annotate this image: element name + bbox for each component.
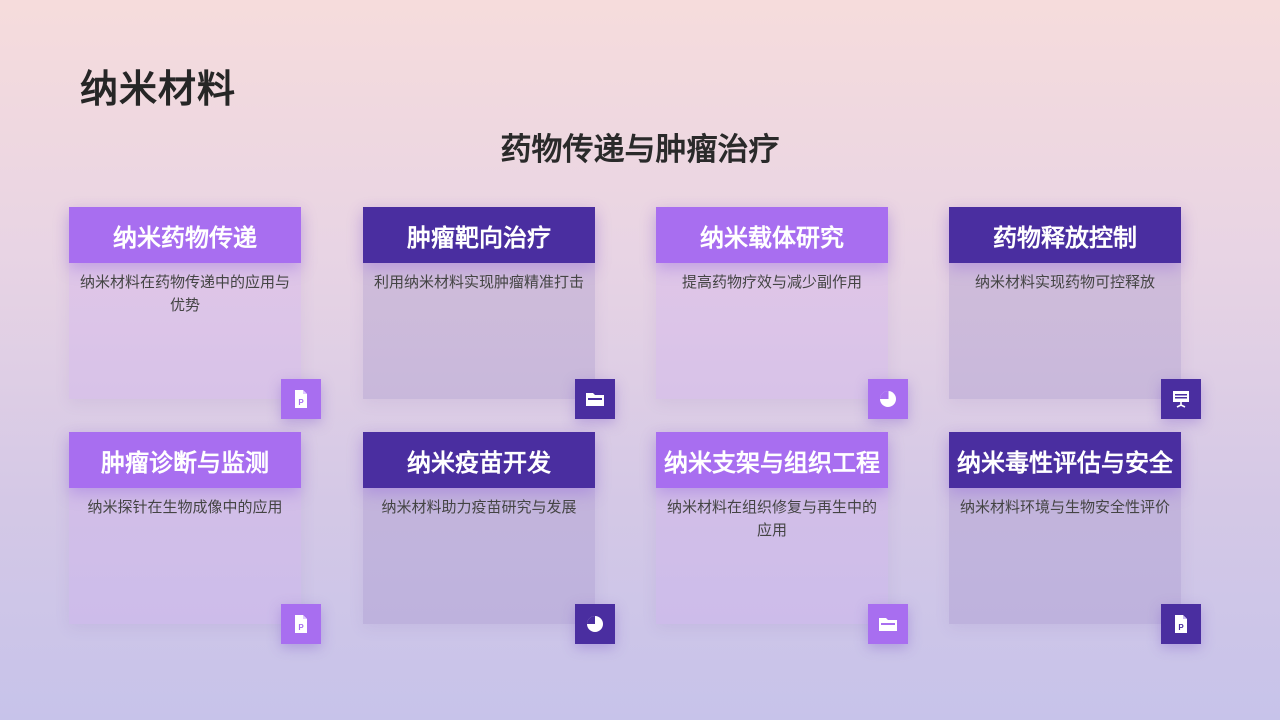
card-description: 纳米材料在药物传递中的应用与优势: [79, 273, 290, 314]
card-title: 纳米毒性评估与安全: [949, 432, 1181, 488]
card-nano-toxicity: 纳米毒性评估与安全 纳米材料环境与生物安全性评价 P: [949, 432, 1201, 644]
card-title: 纳米载体研究: [656, 207, 888, 263]
svg-text:P: P: [298, 623, 304, 632]
card-nano-drug-delivery: 纳米药物传递 纳米材料在药物传递中的应用与优势 P: [69, 207, 321, 419]
card-title: 肿瘤靶向治疗: [363, 207, 595, 263]
page-title: 纳米材料: [80, 67, 237, 111]
card-title: 纳米疫苗开发: [363, 432, 595, 488]
pie-chart-icon[interactable]: [575, 604, 615, 644]
presentation-icon[interactable]: [1161, 379, 1201, 419]
card-description: 提高药物疗效与减少副作用: [681, 273, 862, 291]
page-subtitle: 药物传递与肿瘤治疗: [500, 132, 780, 168]
card-drug-release-control: 药物释放控制 纳米材料实现药物可控释放: [949, 207, 1201, 419]
card-tumor-targeted-therapy: 肿瘤靶向治疗 利用纳米材料实现肿瘤精准打击: [363, 207, 615, 419]
card-description: 纳米材料在组织修复与再生中的应用: [666, 498, 877, 539]
document-icon[interactable]: P: [281, 379, 321, 419]
card-title: 肿瘤诊断与监测: [69, 432, 301, 488]
svg-text:P: P: [298, 398, 304, 407]
card-description: 纳米材料环境与生物安全性评价: [959, 498, 1170, 516]
svg-text:P: P: [1178, 623, 1184, 632]
card-description: 纳米材料实现药物可控释放: [974, 273, 1155, 291]
card-description: 利用纳米材料实现肿瘤精准打击: [373, 273, 584, 291]
card-description: 纳米探针在生物成像中的应用: [87, 498, 283, 516]
card-title: 纳米药物传递: [69, 207, 301, 263]
card-description: 纳米材料助力疫苗研究与发展: [381, 498, 577, 516]
card-nano-vaccine: 纳米疫苗开发 纳米材料助力疫苗研究与发展: [363, 432, 615, 644]
card-nano-carrier-research: 纳米载体研究 提高药物疗效与减少副作用: [656, 207, 908, 419]
card-title: 药物释放控制: [949, 207, 1181, 263]
card-nano-scaffold: 纳米支架与组织工程 纳米材料在组织修复与再生中的应用: [656, 432, 908, 644]
pie-chart-icon[interactable]: [868, 379, 908, 419]
document-icon[interactable]: P: [1161, 604, 1201, 644]
folder-icon[interactable]: [575, 379, 615, 419]
folder-icon[interactable]: [868, 604, 908, 644]
card-title: 纳米支架与组织工程: [656, 432, 888, 488]
card-tumor-diagnosis: 肿瘤诊断与监测 纳米探针在生物成像中的应用 P: [69, 432, 321, 644]
document-icon[interactable]: P: [281, 604, 321, 644]
